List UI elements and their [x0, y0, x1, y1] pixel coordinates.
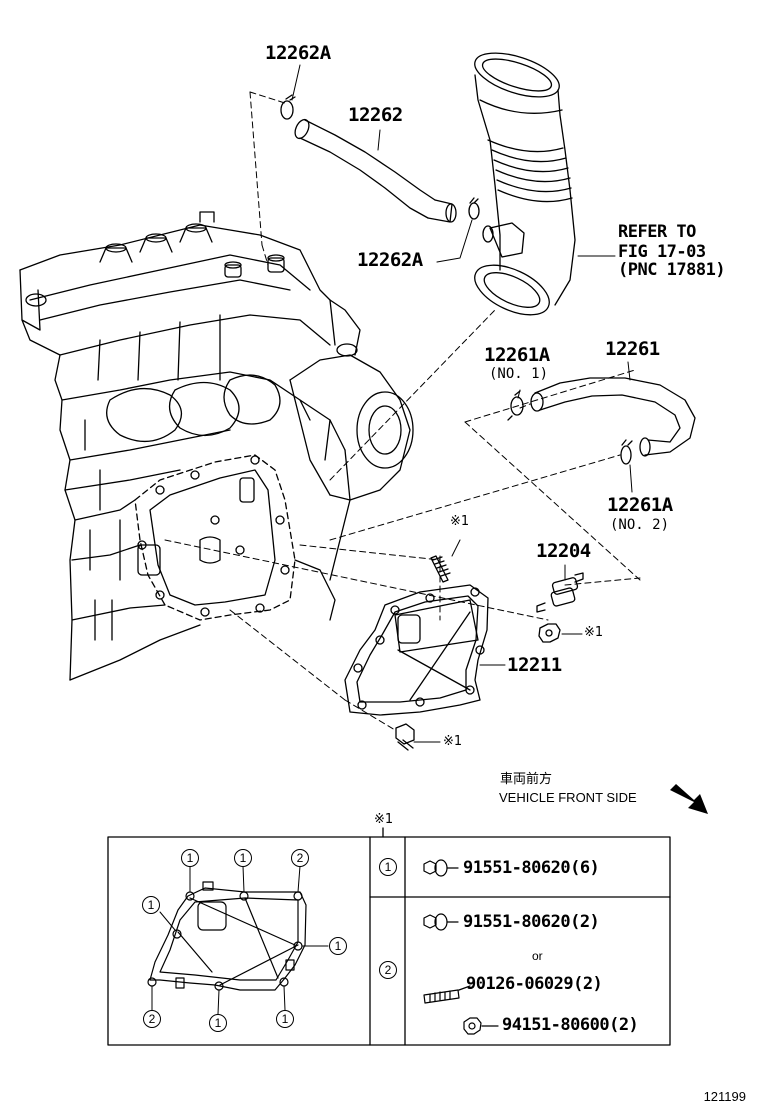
front-direction-arrow-icon	[670, 784, 708, 814]
fastener-table-frame	[107, 827, 671, 1046]
clamp-12262a-top	[280, 94, 296, 120]
plate-bolt-map-drawing	[147, 865, 329, 1015]
label-refer-pnc: (PNC 17881)	[618, 260, 726, 280]
callout-leader-lines	[291, 64, 633, 743]
label-12261a-bot: 12261A	[607, 494, 673, 516]
clamp-12261a-no1	[507, 390, 524, 421]
oil-separator-plate-12211	[344, 584, 489, 716]
note-stud-mark: ※1	[450, 514, 470, 529]
clamp-12261a-no2	[620, 439, 633, 465]
callout-circle: 1	[276, 1010, 294, 1028]
label-no2: (NO. 2)	[610, 517, 670, 533]
callout-circle: 1	[329, 937, 347, 955]
label-no1: (NO. 1)	[489, 366, 549, 382]
callout-circle: 1	[142, 896, 160, 914]
illustration-code: 121199	[703, 1089, 746, 1104]
table-key-2: 2	[379, 961, 397, 979]
callout-circle: 2	[143, 1010, 161, 1028]
label-refer-fig: FIG 17-03	[618, 242, 706, 262]
bolt-icon-row2	[423, 913, 459, 931]
callout-circle: 1	[209, 1014, 227, 1032]
part-number-row2-stud: 90126-06029(2)	[466, 974, 603, 994]
callout-circle: 1	[181, 849, 199, 867]
hose-12261	[530, 377, 696, 457]
table-key-1: 1	[379, 858, 397, 876]
note-table-mark: ※1	[374, 812, 394, 827]
note-nut-mark: ※1	[584, 625, 604, 640]
label-12204: 12204	[536, 540, 591, 562]
nut-part	[538, 623, 561, 643]
fastener-icons	[423, 859, 499, 1035]
stud-icon-row2	[423, 985, 471, 1004]
label-12261a-top: 12261A	[484, 344, 550, 366]
note-bolt-mark: ※1	[443, 734, 463, 749]
bolt-icon-row1	[423, 859, 459, 877]
part-number-row2-bolt: 91551-80620(2)	[463, 912, 600, 932]
label-12262a-mid: 12262A	[357, 249, 423, 271]
part-number-row2-nut: 94151-80600(2)	[502, 1015, 639, 1035]
callout-circle: 2	[291, 849, 309, 867]
clamp-12262a-mid	[468, 197, 480, 220]
pcv-valve-12204	[536, 572, 584, 613]
engine-block-illustration	[19, 211, 414, 681]
nut-icon-row2	[463, 1017, 499, 1035]
label-12262: 12262	[348, 104, 403, 126]
front-side-jp: 車両前方	[500, 772, 553, 787]
or-separator: or	[532, 949, 543, 963]
stud-part	[430, 555, 451, 583]
assembly-guide-lines	[164, 91, 641, 731]
label-12262a-top: 12262A	[265, 42, 331, 64]
label-12261: 12261	[605, 338, 660, 360]
callout-circle: 1	[234, 849, 252, 867]
part-number-row1: 91551-80620(6)	[463, 858, 600, 878]
label-refer-to: REFER TO	[618, 222, 696, 242]
bolt-part	[395, 723, 415, 751]
label-12211: 12211	[507, 654, 562, 676]
front-side-en: VEHICLE FRONT SIDE	[499, 790, 637, 805]
hose-12262	[294, 118, 457, 223]
air-intake-duct	[474, 52, 576, 316]
